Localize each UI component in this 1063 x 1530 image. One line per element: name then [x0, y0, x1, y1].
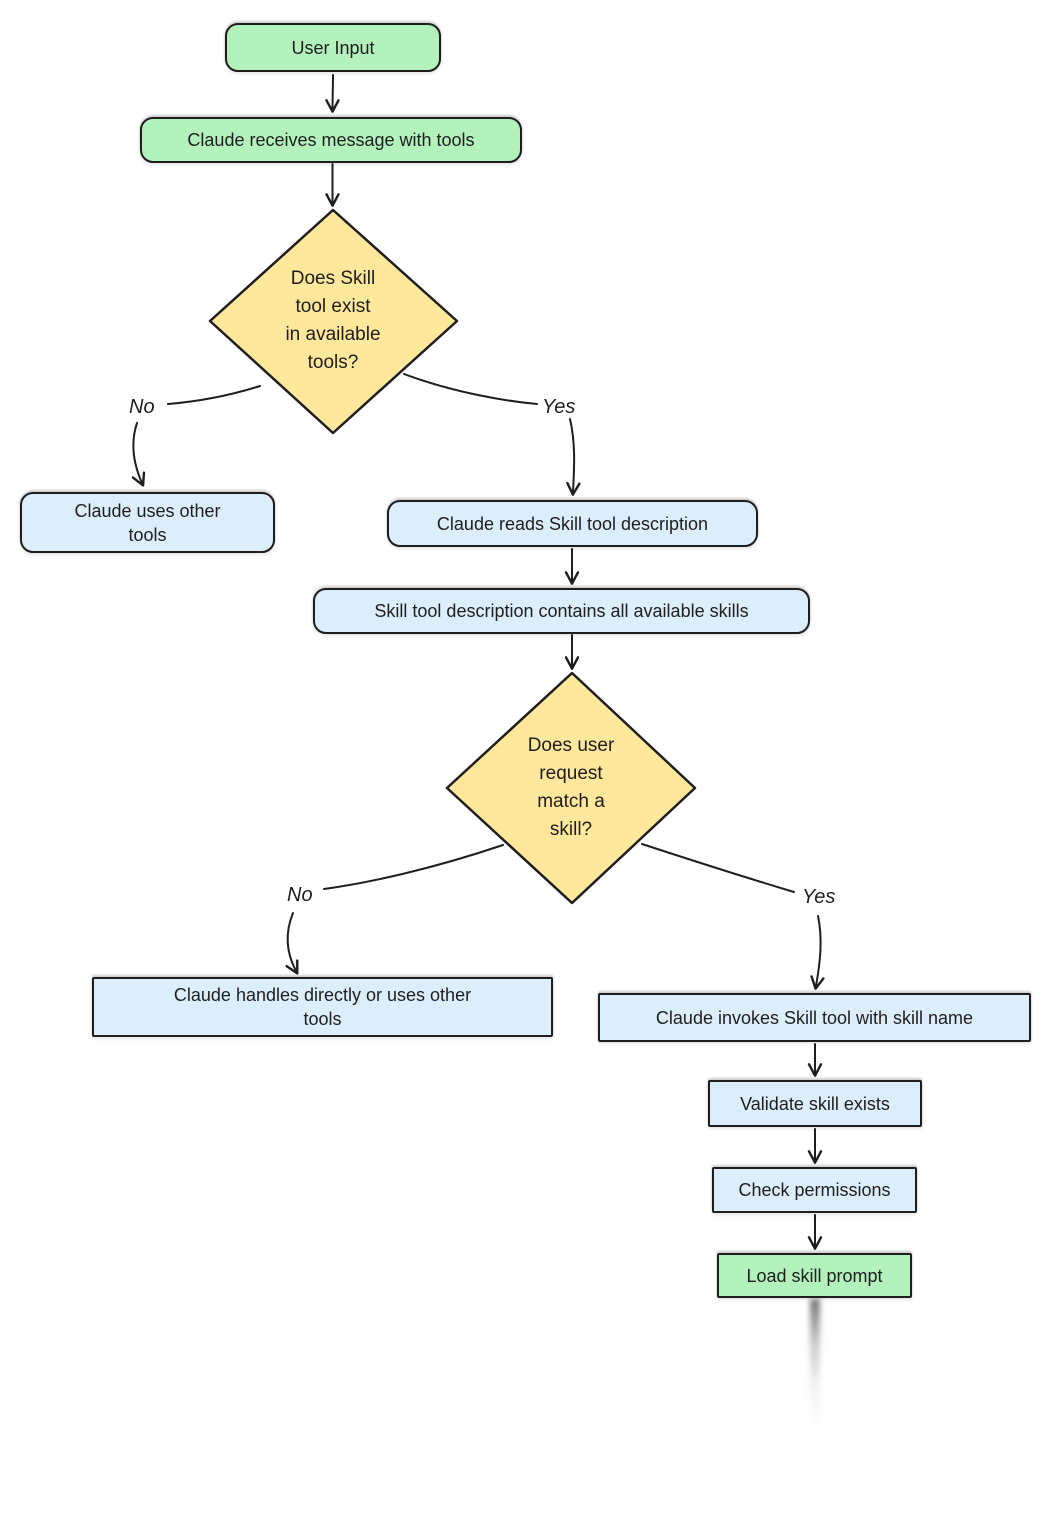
decision-skill-tool-exists-shape	[208, 208, 459, 435]
edge-yes-readsdescription	[566, 418, 581, 496]
decision-skill-tool-exists-label: Does Skill tool exist in available tools…	[285, 268, 381, 373]
node-user-input: User Input	[225, 23, 441, 72]
decision-request-matches-shape	[445, 671, 697, 905]
edge-decision1-yes-lead	[403, 373, 538, 405]
node-receives-message: Claude receives message with tools	[140, 117, 522, 163]
edge-no-usesothertools	[131, 422, 146, 487]
edge-userinput-receives	[325, 74, 340, 113]
node-description-contains: Skill tool description contains all avai…	[313, 588, 810, 634]
edge-no-handlesdirectly	[285, 912, 299, 975]
edge-decision2-no-lead	[323, 844, 504, 890]
node-validate-skill: Validate skill exists	[708, 1080, 922, 1127]
node-check-permissions: Check permissions	[712, 1167, 917, 1213]
edge-label-decision2-yes: Yes	[802, 886, 836, 908]
edge-decision1-no-lead	[167, 385, 261, 405]
node-invokes-skill: Claude invokes Skill tool with skill nam…	[598, 993, 1031, 1042]
node-reads-description: Claude reads Skill tool description	[387, 500, 758, 547]
edge-decision2-yes-lead	[641, 843, 795, 893]
node-handles-directly: Claude handles directly or uses other to…	[92, 977, 553, 1037]
fading-connector-tail	[810, 1299, 820, 1427]
edge-label-decision1-no: No	[129, 396, 155, 418]
decision-request-matches-label: Does user request match a skill?	[527, 735, 615, 840]
edge-label-decision1-yes: Yes	[542, 396, 576, 418]
edge-yes-invokesskill	[810, 915, 825, 990]
edge-label-decision2-no: No	[287, 884, 313, 906]
node-uses-other-tools: Claude uses other tools	[20, 492, 275, 553]
node-load-skill-prompt: Load skill prompt	[717, 1253, 912, 1298]
